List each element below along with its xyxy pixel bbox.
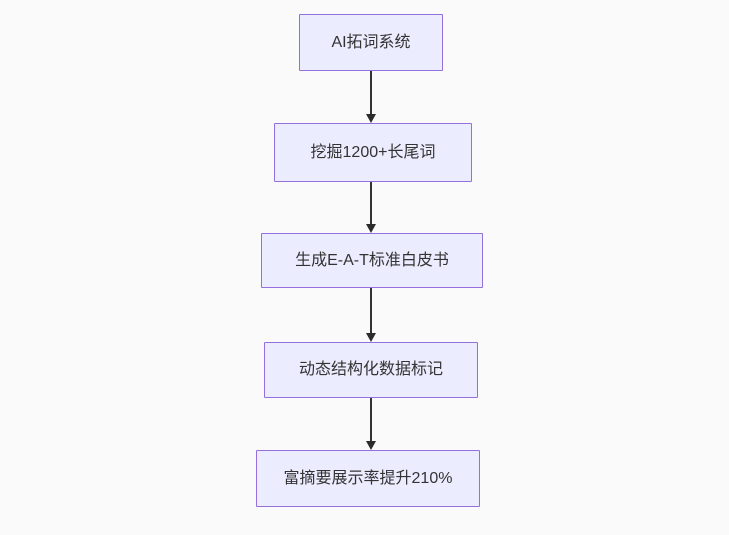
flowchart-node-rich-snippet-result: 富摘要展示率提升210% [256, 450, 480, 507]
flow-arrow-2-to-3 [366, 182, 376, 233]
arrow-head-icon [366, 114, 376, 123]
arrow-shaft [370, 398, 372, 443]
flow-arrow-1-to-2 [366, 71, 376, 123]
flowchart-node-structured-data: 动态结构化数据标记 [264, 342, 478, 398]
node-label: 生成E-A-T标准白皮书 [295, 251, 449, 269]
flowchart-node-ai-system: AI拓词系统 [299, 14, 443, 71]
node-label: 富摘要展示率提升210% [283, 469, 453, 487]
arrow-head-icon [366, 224, 376, 233]
flowchart-node-eat-whitepaper: 生成E-A-T标准白皮书 [261, 233, 483, 288]
node-label: 动态结构化数据标记 [298, 361, 443, 379]
arrow-head-icon [366, 333, 376, 342]
flow-arrow-3-to-4 [366, 288, 376, 342]
arrow-head-icon [366, 441, 376, 450]
node-label: 挖掘1200+长尾词 [310, 143, 436, 161]
flow-arrow-4-to-5 [366, 398, 376, 450]
arrow-shaft [370, 182, 372, 226]
flowchart-node-longtail-keywords: 挖掘1200+长尾词 [274, 123, 472, 182]
arrow-shaft [370, 71, 372, 116]
arrow-shaft [370, 288, 372, 335]
node-label: AI拓词系统 [331, 33, 411, 51]
